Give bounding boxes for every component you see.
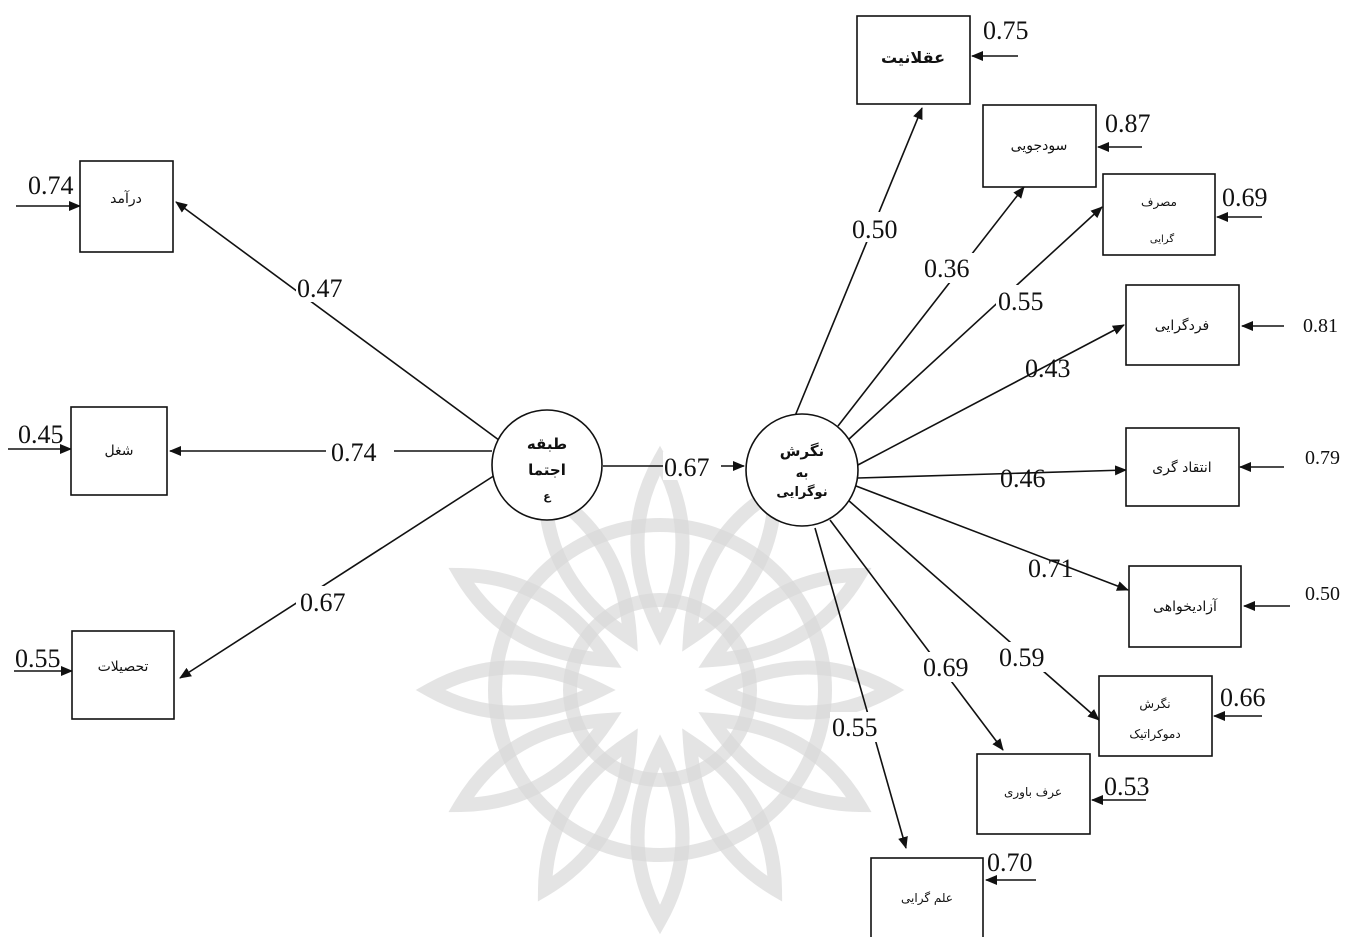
- loading-criticism: 0.46: [1000, 464, 1046, 493]
- indicator-label: تحصیلات: [98, 659, 149, 675]
- indicator-consumerism: مصرف گرایی: [1102, 173, 1216, 256]
- indicator-label: درآمد: [110, 190, 142, 207]
- error-education: 0.55: [15, 644, 61, 673]
- watermark-petal: [682, 728, 783, 902]
- indicator-label: فردگرایی: [1155, 317, 1210, 334]
- error-income: 0.74: [28, 171, 74, 200]
- loading-democratic: 0.59: [999, 643, 1045, 672]
- indicator-label: دموکراتیک: [1129, 727, 1180, 742]
- latent-attitude-modernism: نگرش به نوگرایی: [745, 413, 859, 527]
- indicator-occupation: شغل: [70, 406, 168, 496]
- error-scientism: 0.70: [987, 848, 1033, 877]
- latent-label-line: نوگرایی: [776, 484, 827, 500]
- indicator-label: عرف باوری: [1004, 785, 1062, 800]
- indicator-custom-belief: عرف باوری: [976, 753, 1091, 835]
- indicator-label: مصرف: [1141, 195, 1177, 210]
- watermark-petal: [704, 660, 905, 720]
- loading-custom: 0.69: [923, 653, 969, 682]
- edge-class-education: [179, 467, 507, 679]
- loading-education: 0.67: [300, 588, 346, 617]
- watermark-petal: [630, 734, 690, 935]
- edge-attitude-custom: [829, 519, 1004, 751]
- loading-occupation: 0.74: [331, 438, 377, 467]
- indicator-label: انتقاد گری: [1152, 459, 1211, 476]
- edge-attitude-consumerism: [847, 206, 1103, 441]
- latent-social-class: طبقه اجتما ع: [491, 409, 603, 521]
- indicator-label: سودجویی: [1011, 138, 1068, 154]
- loading-scientism: 0.55: [832, 713, 878, 742]
- watermark-petal: [698, 712, 872, 813]
- indicator-label: نگرش: [1139, 697, 1170, 712]
- latent-label-line: اجتما: [528, 461, 566, 479]
- edge-attitude-scientism: [814, 527, 908, 849]
- loading-individualism: 0.43: [1025, 354, 1071, 383]
- loading-income: 0.47: [297, 274, 343, 303]
- watermark-ornament: [415, 445, 905, 935]
- edge-attitude-rationality: [794, 107, 923, 417]
- watermark-petal: [415, 660, 616, 720]
- error-labels: 0.74 0.45 0.55 0.75 0.87 0.69 0.81 0.79 …: [15, 16, 1340, 877]
- edge-attitude-criticism: [857, 465, 1127, 479]
- indicator-label: شغل: [104, 443, 133, 459]
- loading-liberalism: 0.71: [1028, 554, 1074, 583]
- latent-label-line: نگرش: [780, 442, 824, 460]
- watermark-petal: [448, 712, 622, 813]
- latent-label-line: به: [796, 466, 809, 481]
- error-consumerism: 0.69: [1222, 183, 1268, 212]
- error-occupation: 0.45: [18, 420, 64, 449]
- loading-rationality: 0.50: [852, 215, 898, 244]
- indicator-criticism: انتقاد گری: [1125, 427, 1240, 507]
- loading-profit: 0.36: [924, 254, 970, 283]
- error-rationality: 0.75: [983, 16, 1029, 45]
- edge-class-income: [175, 201, 508, 447]
- indicator-label: آزادیخواهی: [1153, 598, 1218, 615]
- latent-label-line: ع: [543, 490, 551, 503]
- edge-attitude-individualism: [855, 324, 1125, 467]
- indicator-income: درآمد: [79, 160, 174, 253]
- indicator-scientism: علم گرایی: [870, 857, 984, 937]
- error-custom: 0.53: [1104, 772, 1150, 801]
- error-individualism: 0.81: [1303, 315, 1338, 337]
- indicator-education: تحصیلات: [71, 630, 175, 720]
- watermark-petal: [630, 445, 690, 646]
- indicator-label: عقلانیت: [881, 48, 945, 67]
- error-democratic: 0.66: [1220, 683, 1266, 712]
- indicator-label: علم گرایی: [901, 891, 953, 906]
- indicator-individualism: فردگرایی: [1125, 284, 1240, 366]
- loading-consumerism: 0.55: [998, 287, 1044, 316]
- structural-path-value: 0.67: [664, 453, 710, 482]
- indicator-liberalism: آزادیخواهی: [1128, 565, 1242, 648]
- indicator-profit-seeking: سودجویی: [982, 104, 1097, 188]
- edge-attitude-liberalism: [855, 485, 1129, 591]
- loading-labels: 0.47 0.74 0.67 0.67 0.50 0.36 0.55 0.43 …: [296, 212, 1074, 742]
- indicator-democratic-attitude: نگرش دموکراتیک: [1098, 675, 1213, 757]
- error-profit: 0.87: [1105, 109, 1151, 138]
- latent-label-line: طبقه: [527, 435, 567, 453]
- watermark-petal: [537, 728, 638, 902]
- watermark-petal: [448, 567, 622, 668]
- edge-attitude-profit: [837, 186, 1025, 427]
- error-criticism: 0.79: [1305, 447, 1340, 469]
- edge-attitude-democratic: [847, 499, 1100, 721]
- indicator-label: گرایی: [1150, 233, 1174, 245]
- indicator-rationality: عقلانیت: [856, 15, 971, 105]
- error-liberalism: 0.50: [1305, 583, 1340, 605]
- watermark-petal: [698, 567, 872, 668]
